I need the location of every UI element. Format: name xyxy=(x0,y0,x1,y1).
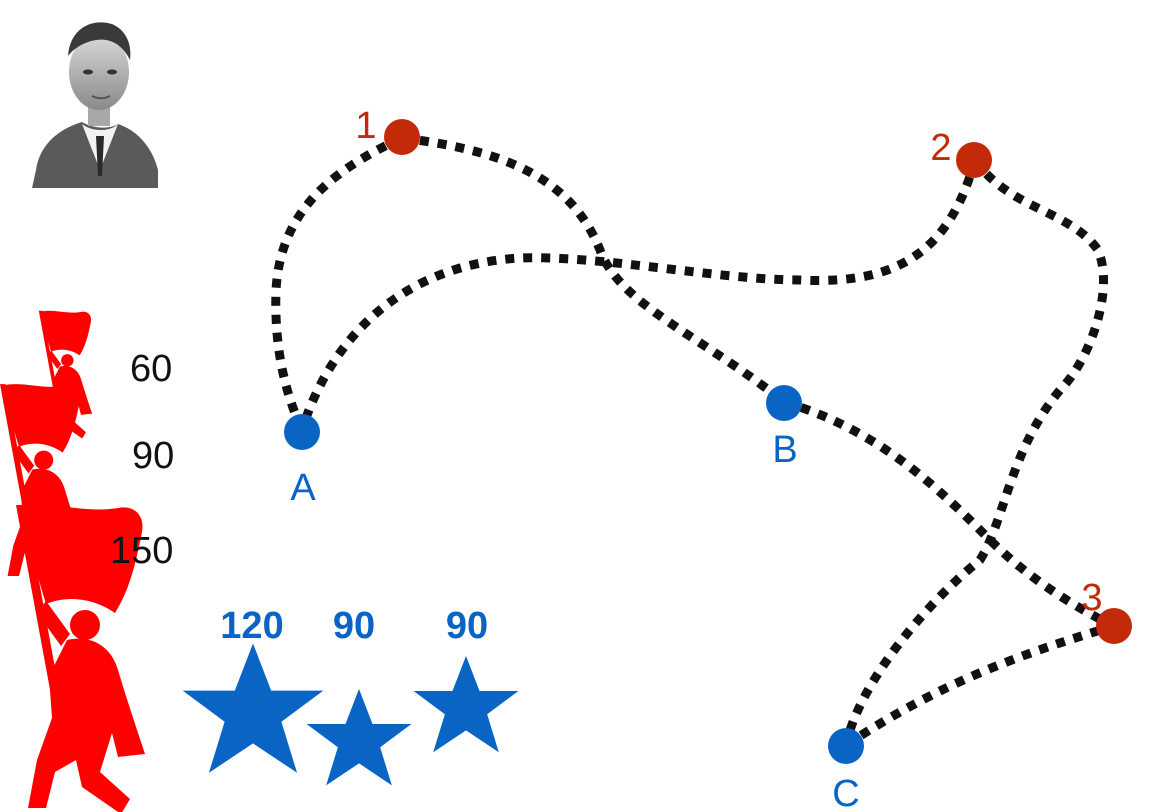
supplier-node-1: 1 xyxy=(355,105,420,155)
demand-value-2: 90 xyxy=(333,605,375,647)
supplier-label-3: 3 xyxy=(1081,577,1102,619)
route-2-C xyxy=(841,157,1109,746)
supplier-label-1: 1 xyxy=(355,105,376,147)
route-2-A xyxy=(297,158,980,432)
demand-value-3: 90 xyxy=(446,605,488,647)
demand-value-1: 120 xyxy=(220,605,283,647)
consumer-node-A: A xyxy=(284,414,320,509)
supply-value-3: 150 xyxy=(110,530,173,572)
consumer-node-B: B xyxy=(766,385,802,471)
supplier-node-3: 3 xyxy=(1081,577,1132,644)
star-icon-2 xyxy=(303,686,415,788)
route-1-A xyxy=(271,133,404,432)
route-1-B xyxy=(401,133,787,406)
supplier-label-2: 2 xyxy=(930,127,951,169)
supply-value-1: 60 xyxy=(130,348,172,390)
consumer-label-C: C xyxy=(832,773,859,812)
consumer-stars xyxy=(178,639,522,788)
portrait-photo xyxy=(28,6,162,188)
consumer-node-C: C xyxy=(828,728,864,812)
supplier-node-2: 2 xyxy=(930,127,992,178)
route-B-3 xyxy=(782,397,1116,631)
consumer-label-B: B xyxy=(772,429,797,471)
route-lines xyxy=(271,133,1116,749)
star-icon-3 xyxy=(410,653,522,755)
consumer-label-A: A xyxy=(290,467,316,509)
route-C-3 xyxy=(843,621,1116,749)
star-icon-1 xyxy=(178,639,328,777)
supply-value-2: 90 xyxy=(132,435,174,477)
